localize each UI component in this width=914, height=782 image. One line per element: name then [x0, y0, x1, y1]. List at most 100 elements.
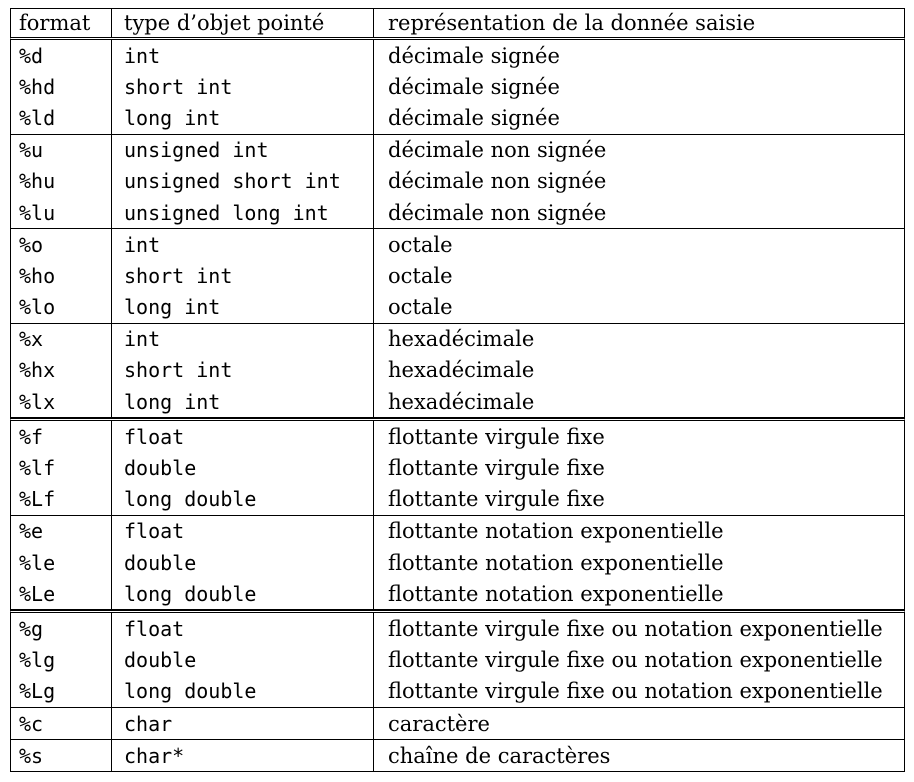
cell-format: %hu [19, 169, 56, 194]
cell-format: %lu [19, 200, 56, 225]
cell-format: %u [19, 138, 44, 163]
header-format: format [19, 11, 91, 35]
cell-format: %hd [19, 74, 56, 99]
cell-type: unsigned long int [111, 196, 373, 229]
cell-type: float [111, 515, 373, 547]
cell-representation: décimale signée [373, 102, 904, 134]
cell-format: %d [19, 43, 44, 68]
cell-representation: flottante virgule fixe ou notation expon… [373, 613, 904, 645]
cell-format: %hx [19, 358, 56, 383]
cell-type: float [111, 613, 373, 645]
cell-format: %Lf [19, 487, 56, 512]
cell-representation: hexadécimale [373, 323, 904, 355]
cell-type: float [111, 421, 373, 453]
cell-format: %lg [19, 648, 56, 673]
cell-type: char* [111, 740, 373, 772]
cell-type: long double [111, 675, 373, 707]
cell-format: %Le [19, 581, 56, 606]
cell-format: %lo [19, 295, 56, 320]
cell-representation: flottante virgule fixe [373, 483, 904, 515]
cell-representation: flottante virgule fixe ou notation expon… [373, 644, 904, 676]
cell-representation: caractère [373, 707, 904, 740]
cell-type: double [111, 547, 373, 579]
cell-type: double [111, 452, 373, 484]
cell-format: %x [19, 327, 44, 352]
cell-type: long double [111, 483, 373, 515]
cell-type: short int [111, 260, 373, 292]
cell-representation: flottante notation exponentielle [373, 547, 904, 579]
cell-type: short int [111, 354, 373, 387]
header-type: type d’objet pointé [111, 9, 373, 37]
cell-representation: octale [373, 291, 904, 323]
table-header: format type d’objet pointé représentatio… [10, 8, 905, 40]
cell-type: long int [111, 386, 373, 418]
cell-type: unsigned int [111, 134, 373, 166]
cell-type: long int [111, 291, 373, 323]
cell-format: %e [19, 519, 44, 544]
cell-type: long int [111, 102, 373, 134]
cell-representation: octale [373, 229, 904, 261]
cell-type: int [111, 229, 373, 261]
cell-type: char [111, 707, 373, 740]
cell-format: %lf [19, 456, 56, 481]
cell-format: %Lg [19, 679, 56, 704]
cell-format: %f [19, 424, 44, 449]
cell-representation: flottante virgule fixe [373, 452, 904, 484]
cell-representation: décimale non signée [373, 196, 904, 229]
cell-representation: flottante virgule fixe ou notation expon… [373, 675, 904, 707]
cell-type: short int [111, 71, 373, 103]
cell-representation: hexadécimale [373, 354, 904, 387]
cell-type: long double [111, 578, 373, 610]
cell-representation: flottante virgule fixe [373, 421, 904, 453]
cell-type: unsigned short int [111, 165, 373, 197]
cell-representation: flottante notation exponentielle [373, 515, 904, 547]
cell-representation: décimale signée [373, 40, 904, 72]
cell-format: %le [19, 550, 56, 575]
cell-format: %s [19, 743, 44, 768]
cell-representation: décimale non signée [373, 165, 904, 197]
cell-representation: décimale non signée [373, 134, 904, 166]
cell-representation: octale [373, 260, 904, 292]
cell-representation: hexadécimale [373, 386, 904, 418]
cell-format: %ho [19, 263, 56, 288]
cell-type: int [111, 323, 373, 355]
cell-format: %ld [19, 105, 56, 130]
header-representation: représentation de la donnée saisie [373, 9, 904, 37]
cell-format: %o [19, 232, 44, 257]
format-table: format type d’objet pointé représentatio… [10, 8, 905, 773]
cell-representation: flottante notation exponentielle [373, 578, 904, 610]
cell-representation: décimale signée [373, 71, 904, 103]
